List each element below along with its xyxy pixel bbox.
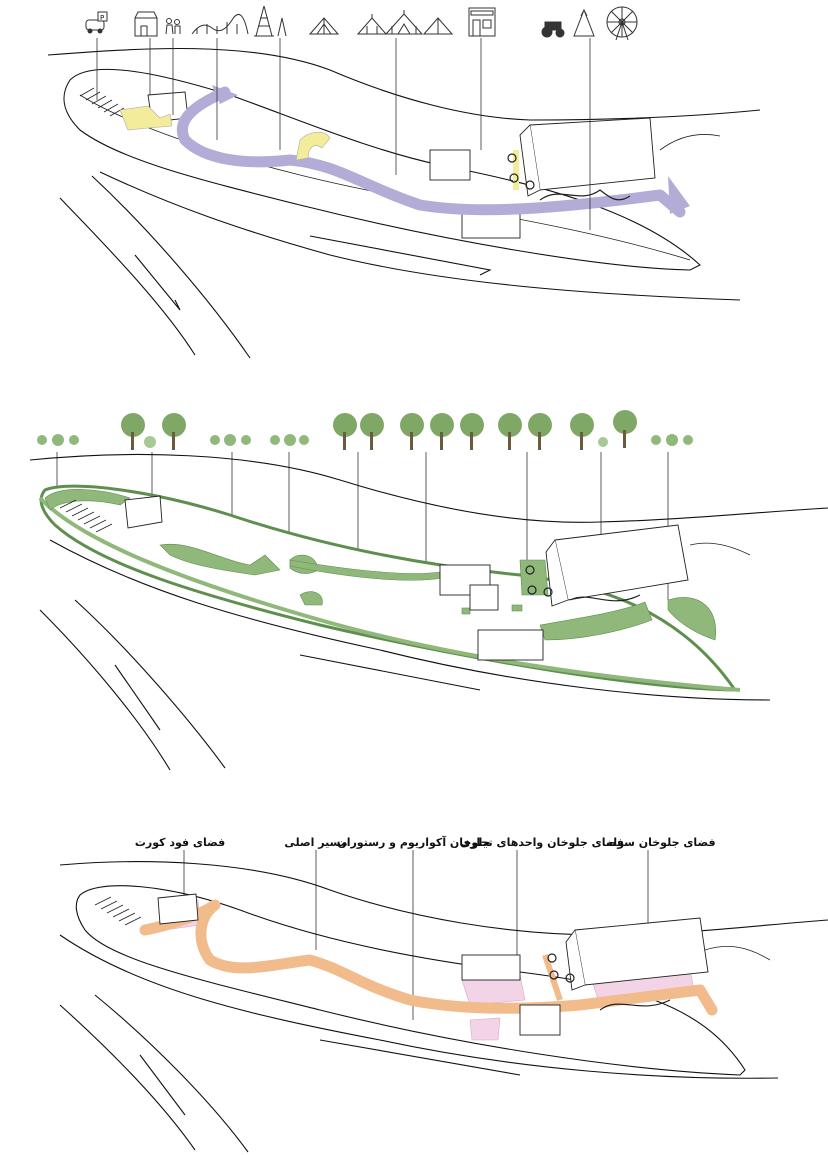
circus-tent-icon [384,10,424,35]
icon-leaders-1 [96,38,591,230]
zone-labels: فضای فود کورت مسیر اصلی جلوخان آکواریوم … [135,835,716,849]
shrub-group [651,434,693,446]
parking-icon: P [85,11,108,34]
panel-zones: فضای فود کورت مسیر اصلی جلوخان آکواریوم … [59,835,828,1153]
tree-pair [570,410,637,450]
label-main-path: مسیر اصلی [284,836,347,849]
node-yellow-strip [513,150,519,190]
tower-icon [254,5,287,37]
zone-leaders [183,850,649,1020]
main-path-orange [139,899,718,1016]
path-arrow-left [212,85,238,104]
tractor-icon [541,21,565,38]
node-yellow-bend [295,131,331,161]
shop-icon [134,11,158,37]
buildings-1 [147,91,656,239]
parking-lot-1 [79,87,125,117]
parking-lot-3 [94,896,142,926]
shrub-group [270,434,309,446]
label-shed-forecourt: فضای جلوخان سوله [606,836,715,849]
plaza-circles-3 [547,953,671,1011]
label-food-court: فضای فود کورت [135,836,225,849]
tree-pair [333,413,384,450]
path-orange-branch [542,954,563,1001]
shrub-group [210,434,251,446]
path-arrow-right [668,176,690,214]
tent-icon [308,17,340,35]
store-icon [468,7,496,37]
main-path-lilac [177,86,686,218]
rollercoaster-icon [191,13,249,35]
label-aquarium-restaurant: جلوخان آکواریوم و رستوران [337,835,490,849]
plaza-circles-2 [525,565,641,602]
label-commercial-units: فضای جلوخان واحدهای تجاری [460,836,624,849]
site-outline-3 [59,861,828,1153]
tree-pair [121,413,186,450]
tent-icon [422,17,454,35]
shrub-group [37,434,79,446]
tree-trio [400,413,484,450]
ferris-wheel-icon [606,6,638,41]
green-patches [44,489,717,641]
tent-icon [356,14,388,35]
site-outline-1 [47,47,761,359]
icon-row: P [85,5,638,41]
svg-text:P: P [100,14,104,22]
panel-activities: P [47,5,761,359]
people-icon [165,18,181,35]
tree-pair [498,413,552,450]
buildings-3 [157,893,709,1036]
tree-row [37,410,693,450]
panel-greenery [29,410,828,771]
node-yellow-parking [119,105,173,131]
parking-lot-2 [59,499,113,533]
teepee-icon [573,8,595,37]
plaza-circles-1 [507,153,631,201]
